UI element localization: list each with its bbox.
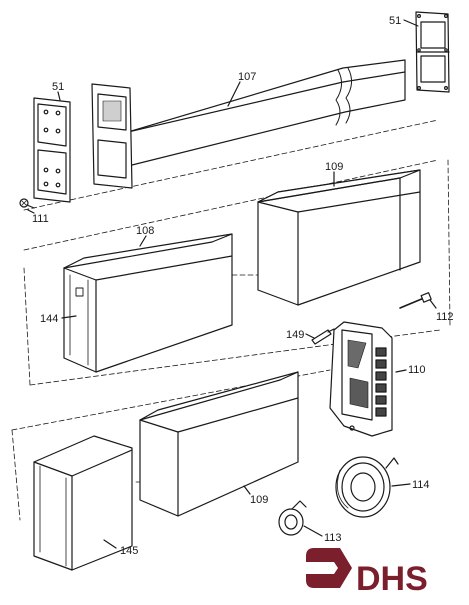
label-114: 114 bbox=[412, 479, 430, 491]
part-149-anchor bbox=[311, 328, 335, 345]
part-109-box-top bbox=[257, 169, 421, 306]
logo-text: DHS bbox=[356, 560, 428, 598]
label-112: 112 bbox=[436, 311, 454, 323]
label-51-top: 51 bbox=[389, 15, 401, 27]
leader-114 bbox=[391, 483, 411, 487]
leader-112 bbox=[429, 299, 437, 309]
part-51-plate-right bbox=[415, 11, 450, 93]
label-111: 111 bbox=[32, 213, 49, 225]
label-109-top: 109 bbox=[325, 161, 343, 173]
part-107-end-flange bbox=[91, 83, 133, 189]
part-107-long-rail bbox=[127, 59, 406, 167]
leader-109-bottom bbox=[243, 485, 251, 495]
label-109-bottom: 109 bbox=[250, 494, 268, 506]
leader-113 bbox=[303, 525, 323, 537]
leader-144 bbox=[61, 315, 77, 319]
logo-arrow-mark bbox=[306, 548, 352, 588]
leader-51-left bbox=[57, 91, 61, 101]
assembly-guide-lines bbox=[11, 119, 451, 521]
part-109-box-bottom bbox=[139, 371, 299, 517]
part-112-screw bbox=[399, 292, 432, 309]
leader-111 bbox=[27, 209, 35, 214]
label-145: 145 bbox=[120, 545, 138, 557]
label-113: 113 bbox=[324, 532, 342, 544]
part-114-tape-roll bbox=[335, 456, 399, 518]
label-107: 107 bbox=[238, 71, 256, 83]
part-51-plate-left bbox=[33, 97, 71, 203]
leader-51-top bbox=[403, 19, 419, 27]
leader-107 bbox=[227, 81, 241, 107]
part-108-box bbox=[63, 233, 233, 373]
leader-108 bbox=[139, 235, 147, 247]
part-145-end-cap bbox=[33, 435, 133, 571]
label-149: 149 bbox=[286, 329, 304, 341]
leader-149 bbox=[305, 333, 315, 339]
leader-145 bbox=[103, 539, 117, 549]
part-111-screw bbox=[19, 198, 35, 209]
part-110-corner-piece bbox=[329, 321, 393, 437]
part-113-tape-roll bbox=[278, 500, 307, 536]
label-110: 110 bbox=[408, 364, 426, 376]
leader-110 bbox=[395, 369, 407, 373]
part-number-labels: 51 51 107 109 108 111 144 112 149 110 11… bbox=[32, 15, 454, 557]
label-144: 144 bbox=[40, 313, 58, 325]
label-108: 108 bbox=[136, 225, 154, 237]
label-51-left: 51 bbox=[52, 81, 64, 93]
dhs-logo: DHS bbox=[306, 548, 428, 598]
